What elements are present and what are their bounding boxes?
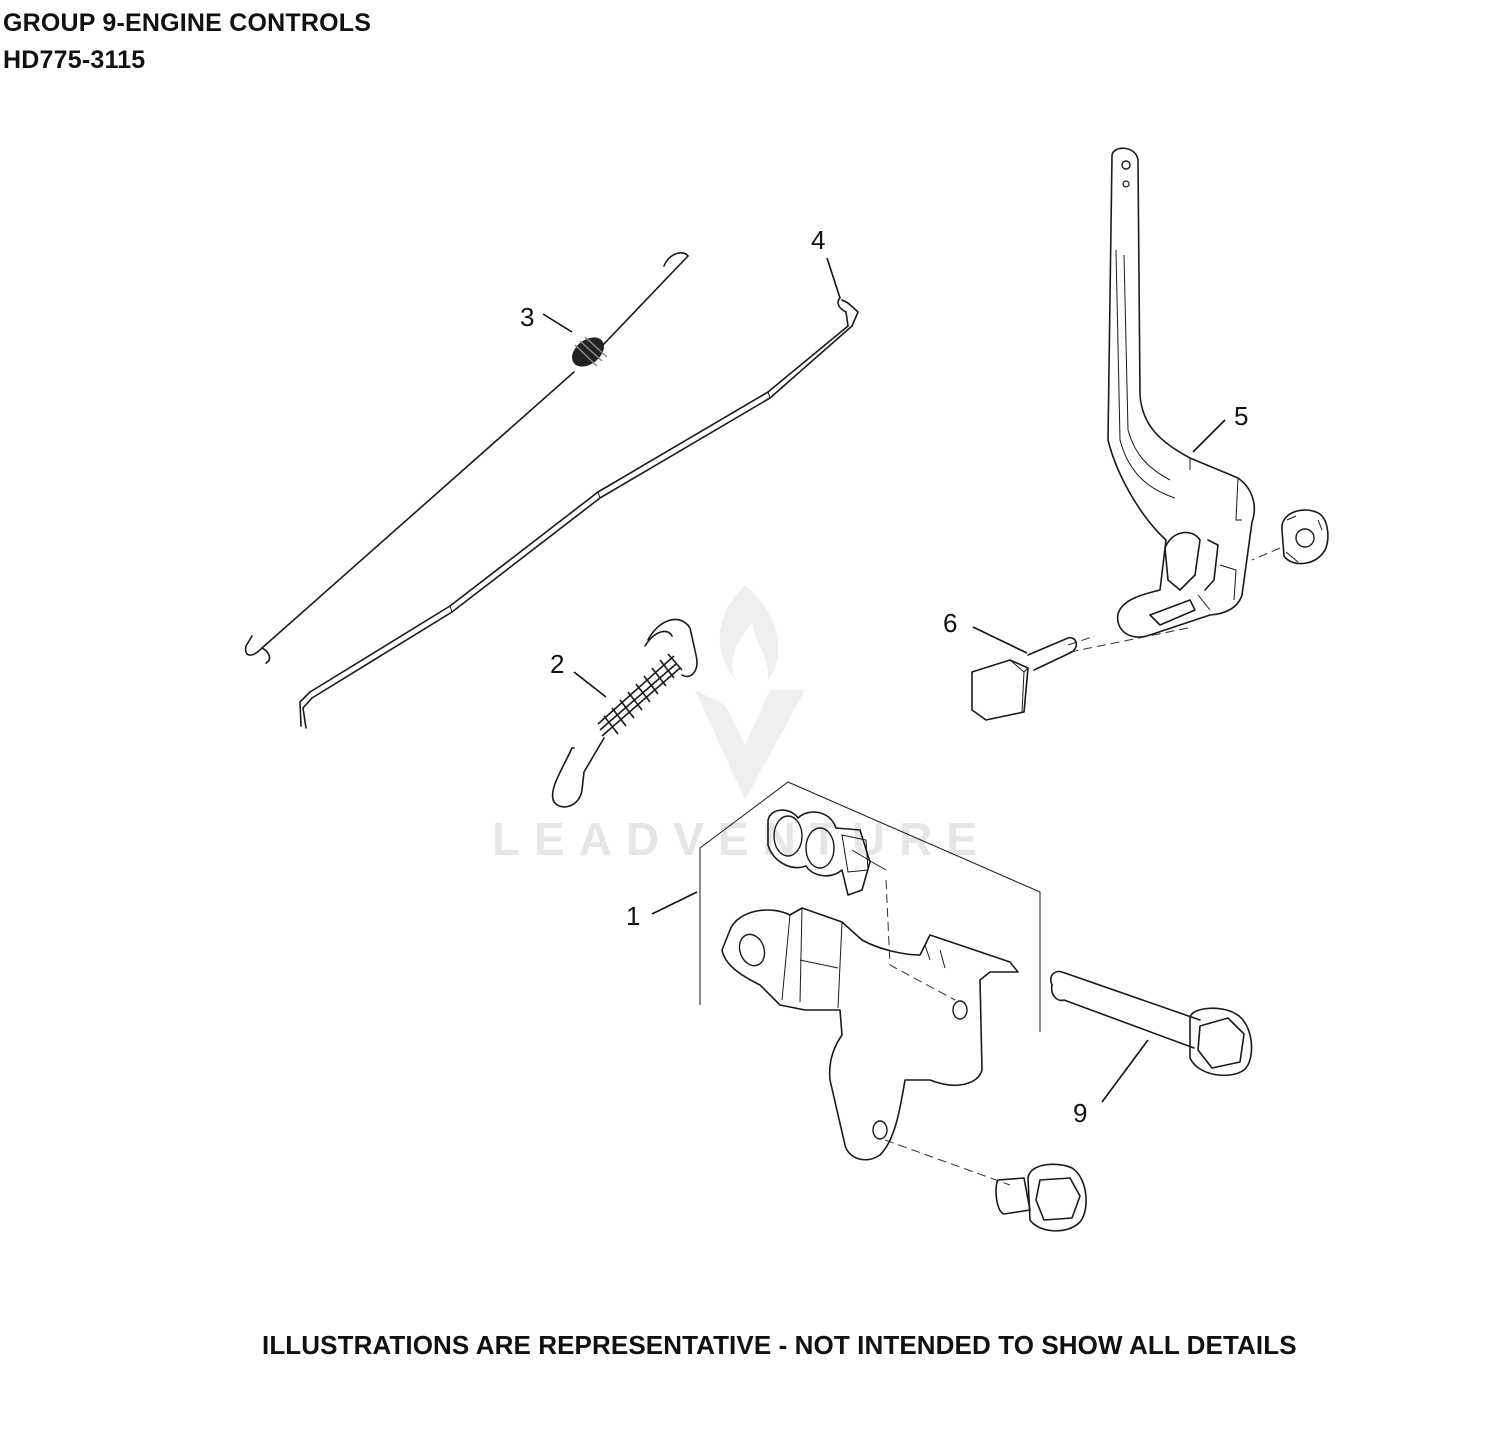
part-3-spring-coil: [572, 336, 608, 367]
part-9-flange-bolt: [1050, 970, 1253, 1077]
part-6-pin: [971, 635, 1096, 721]
callout-3: 3: [520, 302, 534, 332]
watermark-text: LEADVENTURE: [492, 813, 991, 865]
callout-4: 4: [811, 225, 825, 255]
part-4-throttle-rod: [299, 297, 859, 729]
leader-lines: [542, 257, 1226, 1103]
callout-1: 1: [626, 901, 640, 931]
part-1-bracket-assembly: [699, 781, 1041, 1186]
part-2-extension-spring: [551, 618, 698, 808]
callout-6: 6: [943, 608, 957, 638]
part-1-flange-bolt: [995, 1163, 1087, 1232]
footer-disclaimer: ILLUSTRATIONS ARE REPRESENTATIVE - NOT I…: [262, 1330, 1297, 1360]
callout-2: 2: [550, 649, 564, 679]
callout-5: 5: [1234, 401, 1248, 431]
callout-9: 9: [1073, 1098, 1087, 1128]
watermark: LEADVENTURE: [492, 585, 991, 865]
model-number: HD775-3115: [3, 46, 146, 74]
page-title: GROUP 9-ENGINE CONTROLS: [3, 9, 372, 37]
part-3-spring-rod: [244, 252, 689, 664]
part-5-flange-nut: [1251, 509, 1329, 565]
part-5-control-lever: [1069, 147, 1256, 653]
